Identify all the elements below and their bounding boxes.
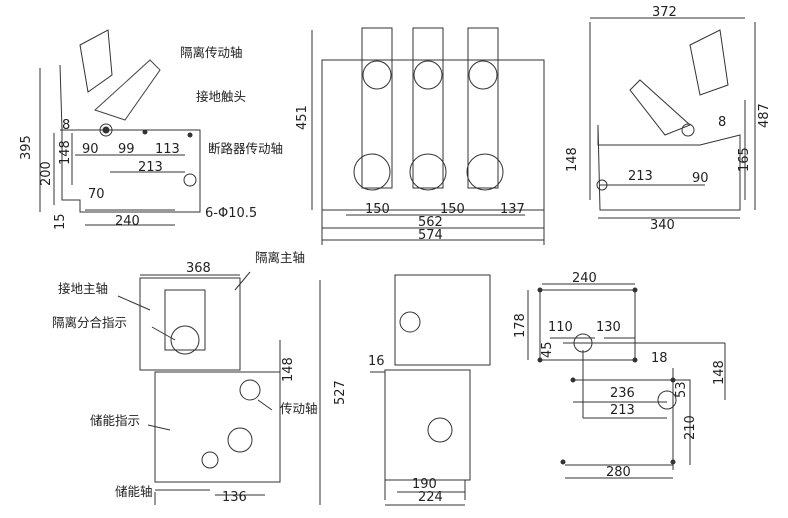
dim-165: 165 [737,147,752,172]
dim-240-br: 240 [572,271,597,286]
dim-137: 137 [500,202,525,217]
front-left-view [39,29,201,226]
label-ground-main-shaft: 接地主轴 [58,281,109,296]
dim-340: 340 [650,218,675,233]
dim-148-br: 148 [712,360,727,385]
dim-574: 574 [418,228,443,243]
dim-136: 136 [222,490,247,505]
label-energy-shaft: 储能轴 [115,484,153,499]
dim-148-bottom: 148 [281,357,296,382]
dim-148: 148 [58,140,73,165]
dim-200: 200 [39,161,54,186]
dim-99: 99 [118,142,135,157]
dim-90: 90 [82,142,99,157]
dim-8: 8 [62,118,71,133]
dim-150a: 150 [365,202,390,217]
dim-213: 213 [138,160,163,175]
bottom-left-view [117,271,321,505]
dim-213-right: 213 [628,169,653,184]
label-mounting-holes: 6-Φ10.5 [205,206,258,221]
dim-240: 240 [115,214,140,229]
dim-148-right: 148 [565,147,580,172]
bottom-right-view [527,283,726,479]
dim-8-right: 8 [718,115,727,130]
dim-150b: 150 [440,202,465,217]
label-isolation-main-shaft: 隔离主轴 [255,250,306,265]
dim-280: 280 [606,465,631,480]
dim-451: 451 [295,105,310,130]
front-middle-view [311,27,545,245]
label-drive-shaft: 传动轴 [280,401,318,416]
dim-90-right: 90 [692,171,709,186]
dim-45: 45 [540,341,555,358]
dim-236: 236 [610,386,635,401]
bottom-middle-view [370,274,491,506]
dim-15: 15 [53,213,68,230]
dim-178: 178 [513,313,528,338]
dim-113: 113 [155,142,180,157]
dim-527: 527 [333,380,348,405]
label-energy-indicator: 储能指示 [90,413,141,428]
side-right-view [589,17,756,219]
label-ground-contact: 接地触头 [196,89,247,104]
dim-190: 190 [412,477,437,492]
dim-395: 395 [19,135,34,160]
dim-210: 210 [683,415,698,440]
dim-16: 16 [368,354,385,369]
dim-224: 224 [418,490,443,505]
dim-368: 368 [186,261,211,276]
dim-18: 18 [651,351,668,366]
label-isolation-drive-shaft: 隔离传动轴 [180,45,243,60]
label-breaker-drive-shaft: 断路器传动轴 [208,141,284,156]
dim-53: 53 [674,381,689,398]
label-isolation-indicator: 隔离分合指示 [52,315,128,330]
dim-213-br: 213 [610,403,635,418]
dim-372: 372 [652,5,677,20]
dim-562: 562 [418,215,443,230]
dim-110: 110 [548,320,573,335]
dim-70: 70 [88,187,105,202]
dim-130: 130 [596,320,621,335]
dim-487: 487 [757,103,772,128]
